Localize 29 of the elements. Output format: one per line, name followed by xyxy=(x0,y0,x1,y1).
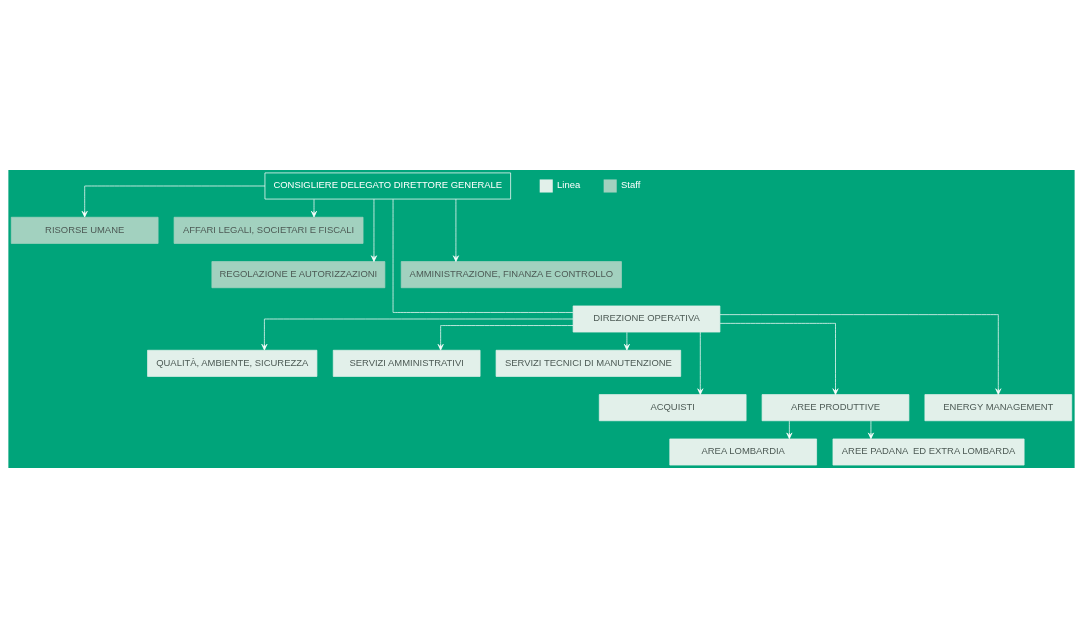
arrow xyxy=(867,420,874,439)
node-box: SERVIZI AMMINISTRATIVI xyxy=(332,349,481,377)
legend-label: Linea xyxy=(557,178,581,190)
node-box: ACQUISTI xyxy=(598,393,747,421)
arrow xyxy=(261,318,574,350)
arrow xyxy=(623,331,630,350)
node-box: RISORSE UMANE xyxy=(10,216,159,244)
node-box: AREE PADANA ED EXTRA LOMBARDA xyxy=(832,438,1025,465)
arrow xyxy=(371,198,377,262)
node-box: ENERGY MANAGEMENT xyxy=(924,393,1073,421)
node-box: QUALITÀ, AMBIENTE, SICUREZZA xyxy=(147,349,318,377)
node-box: CONSIGLIERE DELEGATO DIRETTORE GENERALE xyxy=(264,172,511,199)
node-box: SERVIZI TECNICI DI MANUTENZIONE xyxy=(495,349,682,377)
node-box: AREE PRODUTTIVE xyxy=(761,393,910,421)
arrow xyxy=(81,185,266,217)
legend-label: Staff xyxy=(621,178,641,190)
node-box: AMMINISTRAZIONE, FINANZA E CONTROLLO xyxy=(400,260,622,288)
arrow xyxy=(697,331,704,395)
arrow xyxy=(452,198,459,262)
arrow xyxy=(311,198,317,217)
node-box: DIREZIONE OPERATIVA xyxy=(572,305,721,332)
connector xyxy=(392,198,574,313)
node-box: REGOLAZIONE E AUTORIZZAZIONI xyxy=(211,260,386,288)
arrow xyxy=(719,322,839,395)
arrow xyxy=(437,324,574,350)
node-box: AREA LOMBARDIA xyxy=(669,438,817,465)
arrow xyxy=(786,420,793,439)
node-box: AFFARI LEGALI, SOCIETARI E FISCALI xyxy=(173,216,364,244)
arrow xyxy=(719,313,1002,395)
